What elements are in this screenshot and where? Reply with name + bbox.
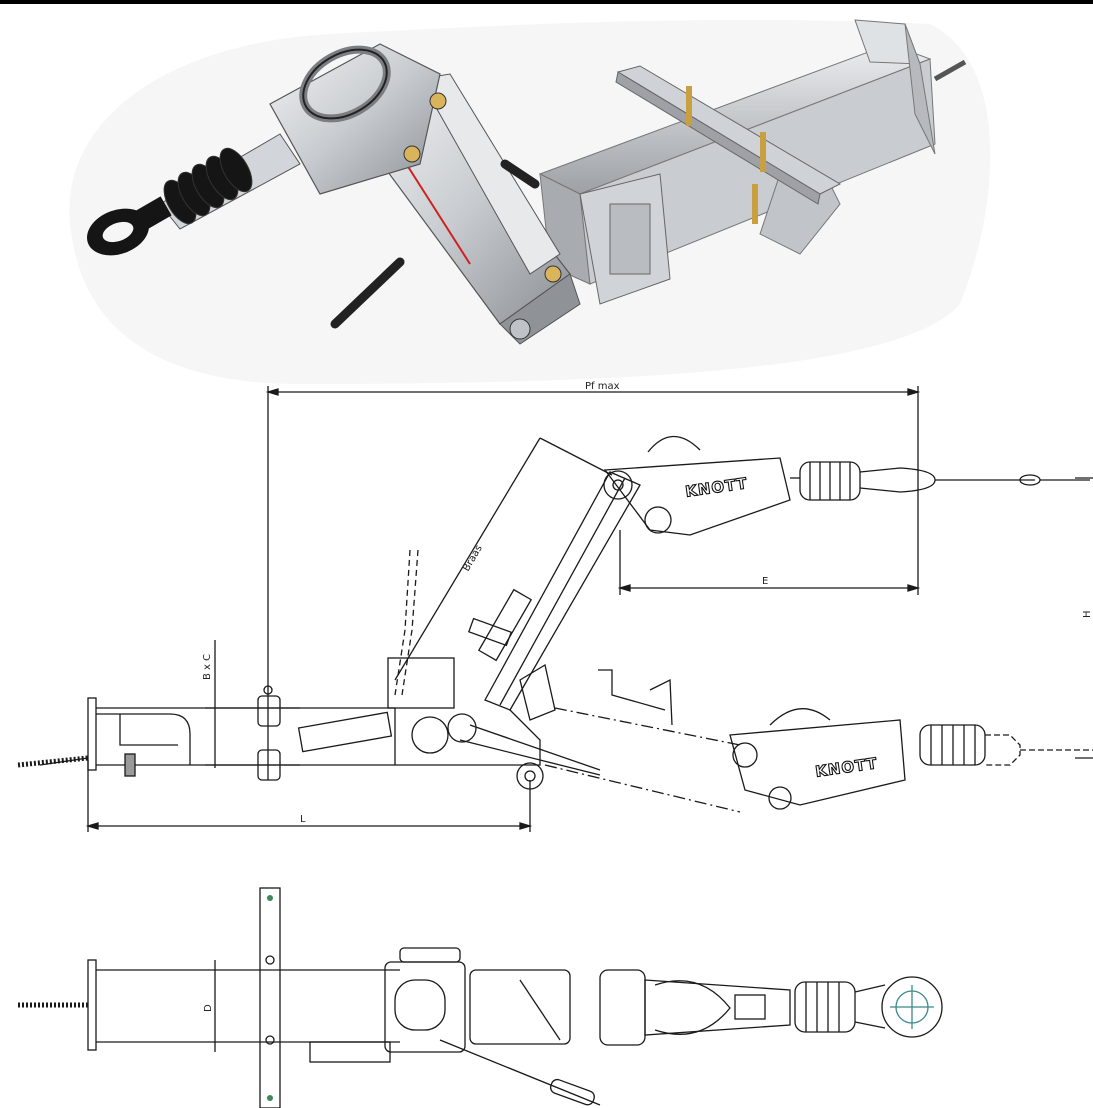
side-view-mechanism-block (297, 657, 601, 790)
render-mechanism-block (579, 173, 671, 305)
knott-logo-upper: KNOTT (684, 474, 749, 501)
render-cross-bar (615, 65, 842, 224)
render-lever-upper (500, 159, 540, 189)
label-e: E (762, 576, 768, 587)
dimension-braas (394, 437, 613, 681)
render-lever-lower (330, 257, 405, 329)
render-rubber-bellows (163, 147, 253, 225)
knott-logo-lower: KNOTT (814, 754, 879, 781)
side-view-hand-lever (598, 669, 673, 726)
render-rear-spindle (933, 59, 967, 82)
render-head-housing (269, 43, 562, 340)
top-view-lever (439, 1039, 601, 1106)
render-towing-eye (87, 196, 172, 256)
label-braas: Braas (461, 543, 485, 573)
top-view-bellows (794, 981, 856, 1033)
technical-drawing: KNOTT KNOTT Pf max E L B x C H D Braas (17, 381, 1093, 1108)
top-view-mechanism (384, 961, 466, 1053)
top-view (18, 887, 943, 1108)
label-h: H (1082, 610, 1093, 618)
label-d: D (203, 1004, 214, 1012)
side-view-rear-beam (17, 697, 395, 777)
side-view-lever-dashed (394, 549, 419, 696)
dimension-h (1075, 477, 1093, 759)
product-render (69, 19, 991, 384)
top-view-head (599, 969, 646, 1046)
label-l: L (300, 814, 306, 825)
side-view-upper-bellows (799, 461, 861, 501)
label-pf-max: Pf max (585, 381, 620, 392)
top-view-cross-bar (259, 887, 281, 1108)
top-view-towing-eye (854, 976, 943, 1038)
dimension-e (617, 530, 921, 595)
side-view-clamp (257, 680, 281, 781)
side-view-upper-head (603, 435, 1090, 536)
dimension-pf-max (265, 386, 921, 680)
side-view-lower-bellows (919, 724, 986, 766)
dimension-l (85, 760, 533, 832)
label-b-x-c: B x C (202, 654, 213, 680)
dimension-b-x-c (205, 640, 300, 768)
top-view-rear-beam (87, 959, 97, 1051)
side-view-lower-head (544, 707, 1093, 813)
top-border-rule (0, 0, 1093, 4)
side-view-swivel-arm (467, 471, 641, 721)
